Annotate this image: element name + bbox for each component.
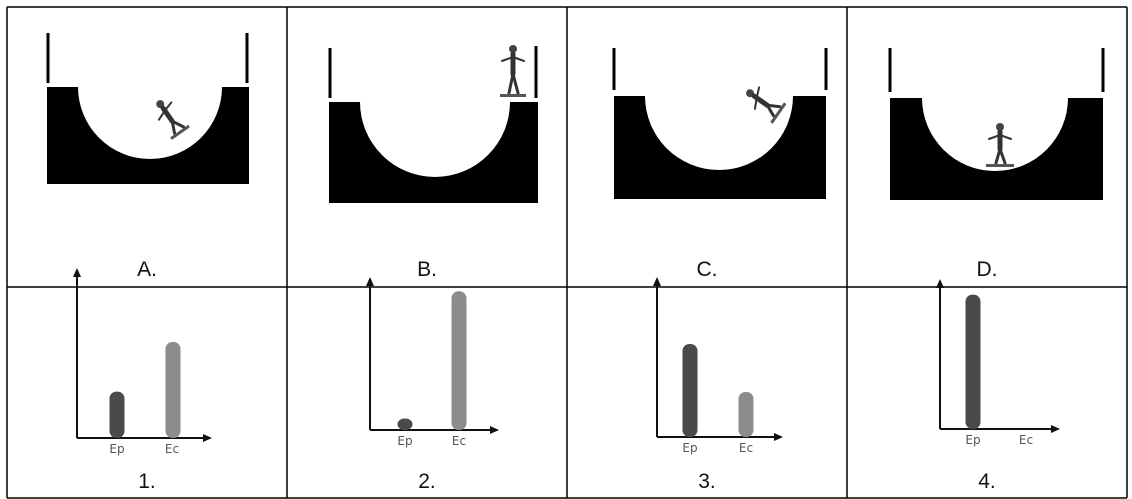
x-tick-label: Ec: [452, 434, 466, 448]
bar-ep: [682, 344, 698, 437]
x-tick-label: Ec: [165, 442, 179, 456]
half-pipe-ramp: [329, 102, 538, 203]
bar-chart-4: Ep Ec: [936, 279, 1060, 447]
scene-label: B.: [417, 258, 437, 281]
scene-d: D.: [888, 48, 1105, 281]
y-axis-arrow: [936, 279, 944, 288]
x-tick-label: Ep: [682, 441, 697, 455]
chart-label: 2.: [418, 470, 436, 493]
y-axis-arrow: [73, 268, 81, 277]
scene-a: A.: [46, 33, 249, 281]
bar-ep: [109, 391, 125, 438]
scene-label: A.: [137, 258, 157, 281]
x-axis-arrow: [1051, 425, 1060, 433]
skater-figure: [986, 123, 1014, 167]
scene-c: C.: [612, 48, 828, 281]
x-tick-label: Ec: [1019, 433, 1033, 447]
x-axis-arrow: [490, 426, 499, 434]
bar-chart-1: Ep Ec: [73, 268, 212, 456]
half-pipe-ramp: [890, 98, 1103, 200]
skater-figure: [746, 86, 787, 124]
chart-label: 1.: [138, 470, 156, 493]
x-tick-label: Ep: [109, 442, 124, 456]
chart-label: 4.: [978, 470, 996, 493]
scene-b: B.: [328, 45, 538, 281]
bar-chart-3: Ep Ec: [653, 277, 783, 455]
bar-ec: [738, 392, 754, 437]
scene-label: C.: [697, 258, 718, 281]
bar-ep: [965, 294, 981, 429]
skater-figure: [500, 45, 526, 97]
x-tick-label: Ec: [739, 441, 753, 455]
half-pipe-ramp: [47, 87, 249, 184]
x-axis-arrow: [774, 433, 783, 441]
x-tick-label: Ep: [397, 434, 412, 448]
scene-label: D.: [977, 258, 998, 281]
skater-figure: [156, 100, 190, 140]
chart-label: 3.: [698, 470, 716, 493]
bar-chart-2: Ep Ec: [366, 277, 499, 448]
bar-ec: [451, 291, 467, 430]
y-axis-arrow: [366, 277, 374, 286]
bar-ec: [165, 342, 181, 438]
bar-ep: [397, 418, 413, 430]
half-pipe-ramp: [614, 96, 826, 199]
x-axis-arrow: [203, 434, 212, 442]
y-axis-arrow: [653, 277, 661, 286]
x-tick-label: Ep: [965, 433, 980, 447]
